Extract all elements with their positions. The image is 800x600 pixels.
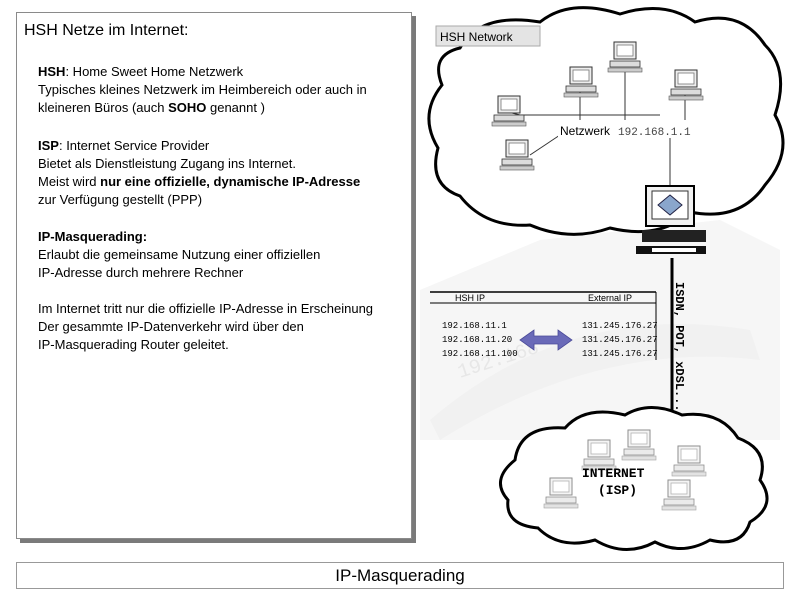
hsh-network-label-box bbox=[435, 25, 541, 47]
network-diagram: 192.168 03 HSH Network Netzwerk 192.168.… bbox=[420, 6, 785, 552]
netzwerk-label-box bbox=[558, 124, 686, 138]
internet-note-line-3: IP-Masquerading Router geleitet. bbox=[38, 337, 229, 352]
hsh-cloud bbox=[427, 6, 785, 236]
internet-note-line-1: Im Internet tritt nur die offizielle IP-… bbox=[38, 301, 374, 316]
internet-cloud bbox=[499, 406, 769, 552]
table-cell: 131.245.176.27 bbox=[582, 321, 658, 331]
router-computer bbox=[636, 185, 706, 254]
internet-note-line-2: Der gesammte IP-Datenverkehr wird über d… bbox=[38, 319, 304, 334]
isp-definition: ISP: Internet Service Provider Bietet al… bbox=[38, 137, 360, 209]
hsh-line-3-pre: kleineren Büros (auch bbox=[38, 100, 169, 115]
isp-line-2: Bietet als Dienstleistung Zugang ins Int… bbox=[38, 156, 296, 171]
table-cell: 192.168.11.20 bbox=[442, 335, 512, 345]
hsh-definition-text: : Home Sweet Home Netzwerk bbox=[65, 64, 244, 79]
hsh-network-label: HSH Network bbox=[440, 30, 514, 44]
internet-label: INTERNET bbox=[582, 466, 645, 481]
table-header-external-ip: External IP bbox=[588, 293, 632, 303]
link-type-label: ISDN, POT, xDSL... bbox=[672, 282, 686, 412]
masquerading-term: IP-Masquerading: bbox=[38, 229, 148, 244]
netzwerk-label: Netzwerk bbox=[560, 124, 611, 138]
text-panel: HSH Netze im Internet: HSH: Home Sweet H… bbox=[16, 12, 412, 539]
table-cell: 192.168.11.1 bbox=[442, 321, 507, 331]
slide-footer-title: IP-Masquerading bbox=[16, 562, 784, 589]
table-cell: 131.245.176.27 bbox=[582, 335, 658, 345]
netzwerk-ip: 192.168.1.1 bbox=[618, 127, 691, 139]
masquerading-line-2: Erlaubt die gemeinsame Nutzung einer off… bbox=[38, 247, 321, 262]
table-header-hsh-ip: HSH IP bbox=[455, 293, 485, 303]
nat-table: HSH IP External IP 192.168.11.1 131.245.… bbox=[430, 291, 658, 360]
table-cell: 192.168.11.100 bbox=[442, 349, 518, 359]
hsh-line-2: Typisches kleines Netzwerk im Heimbereic… bbox=[38, 82, 367, 97]
isp-line-3-pre: Meist wird bbox=[38, 174, 101, 189]
internet-note: Im Internet tritt nur die offizielle IP-… bbox=[38, 300, 373, 354]
masquerading-definition: IP-Masquerading: Erlaubt die gemeinsame … bbox=[38, 228, 320, 282]
hsh-line-3-post: genannt ) bbox=[206, 100, 265, 115]
table-cell: 131.245.176.27 bbox=[582, 349, 658, 359]
hsh-term: HSH bbox=[38, 64, 66, 79]
double-arrow-icon bbox=[519, 329, 573, 351]
slide-heading: HSH Netze im Internet: bbox=[24, 22, 189, 39]
soho-term: SOHO bbox=[168, 100, 207, 115]
masquerading-line-3: IP-Adresse durch mehrere Rechner bbox=[38, 265, 244, 280]
isp-definition-text: : Internet Service Provider bbox=[58, 138, 210, 153]
isp-line-4: zur Verfügung gestellt (PPP) bbox=[38, 192, 203, 207]
isp-line-3-bold: nur eine offizielle, dynamische IP-Adres… bbox=[100, 174, 361, 189]
hsh-definition: HSH: Home Sweet Home Netzwerk Typisches … bbox=[38, 63, 367, 117]
isp-label: (ISP) bbox=[598, 483, 637, 498]
isp-term: ISP bbox=[38, 138, 59, 153]
